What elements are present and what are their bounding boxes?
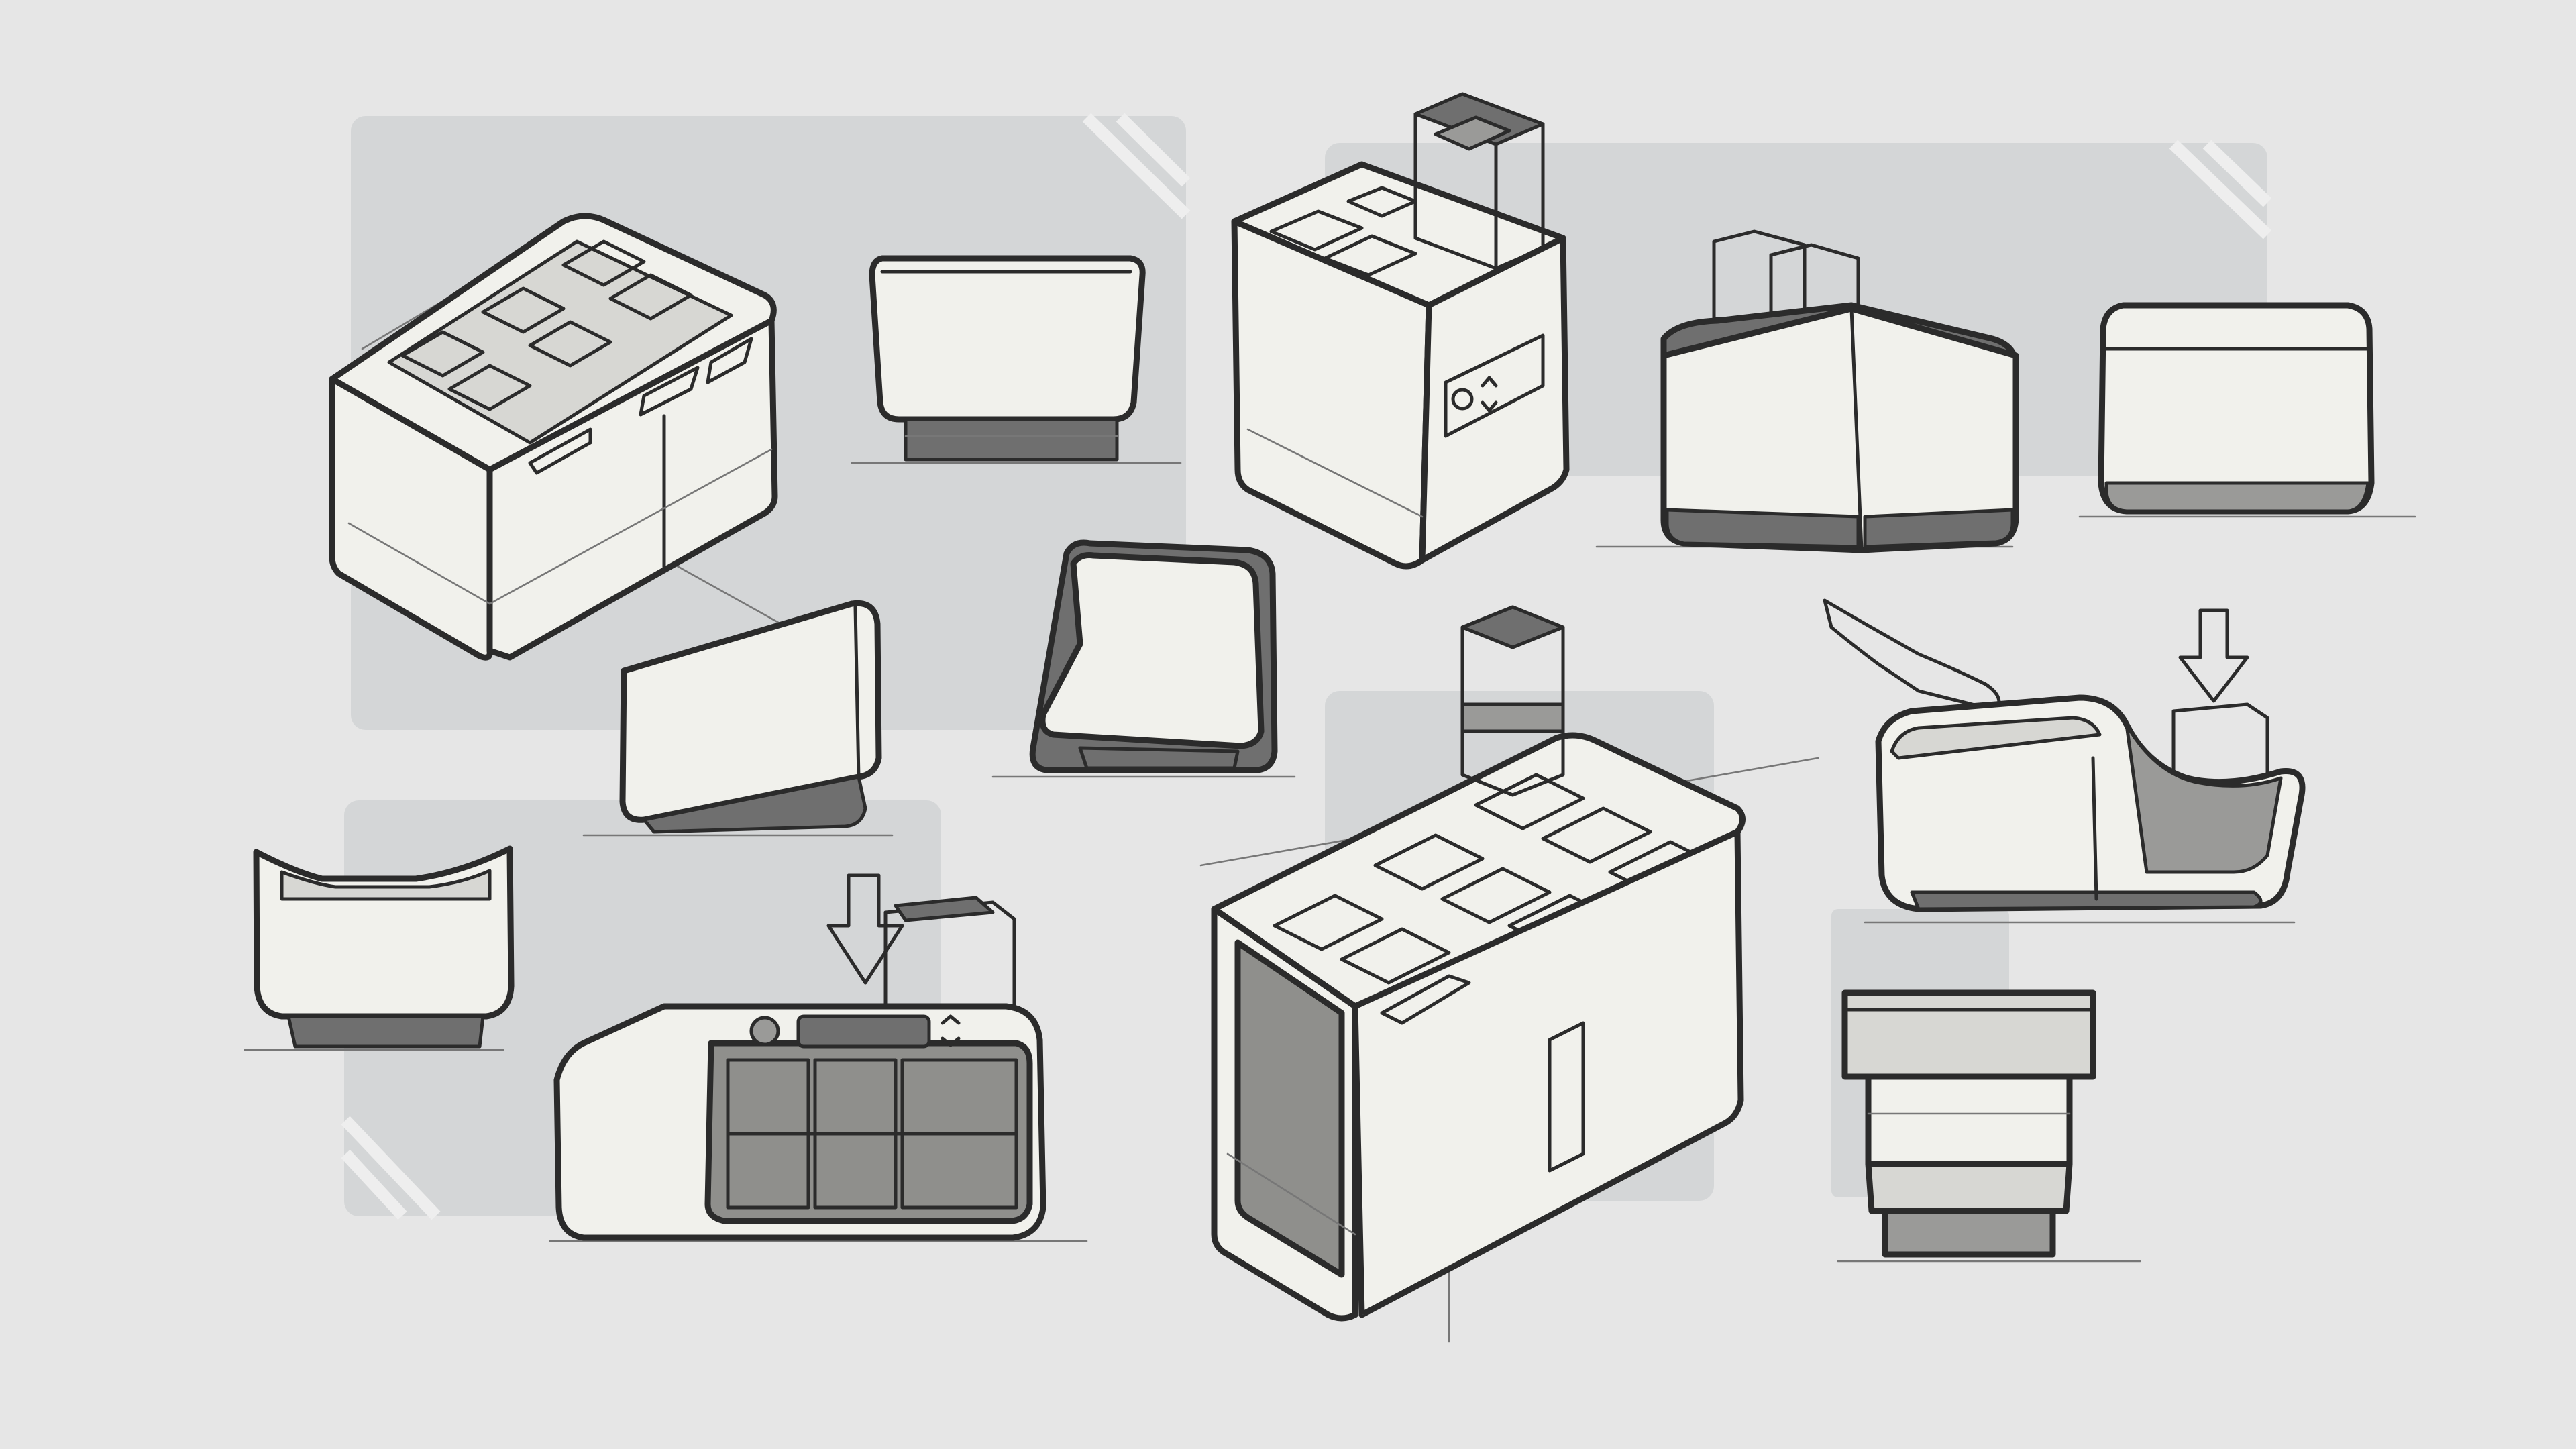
module-front: [2078, 302, 2416, 518]
tilted-block: [582, 600, 894, 837]
side-profile: [991, 539, 1296, 778]
power-icon: [1451, 388, 1474, 411]
hand-icon: [1823, 598, 2001, 713]
hand-loaded-cradle: [1823, 598, 2306, 924]
cube-module-isometric: [1231, 92, 1570, 570]
stacked-column: [1837, 989, 2141, 1263]
compact-unit-with-window: [549, 873, 1088, 1242]
tray-unit-front: [851, 255, 1182, 464]
tray-unit-isometric: [329, 213, 806, 661]
down-arrow-icon: [2178, 608, 2249, 703]
updown-icon: [941, 1014, 961, 1047]
open-bowl: [244, 845, 515, 1051]
module-perspective: [1595, 229, 2019, 553]
grid-dispenser-isometric: [1199, 605, 1819, 1343]
updown-icon: [1481, 376, 1498, 413]
corner-stripes: [341, 113, 2272, 1220]
